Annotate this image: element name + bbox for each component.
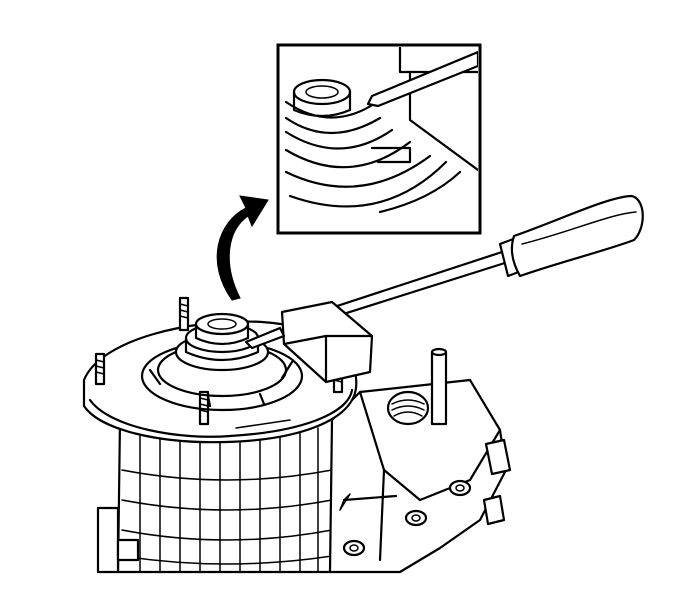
housing-side-lug-left — [96, 506, 120, 574]
inset-retainer-ring — [284, 140, 412, 169]
retainer-spokes — [148, 360, 294, 408]
inset-housing-ring-1 — [284, 154, 432, 188]
seal-wall — [184, 336, 260, 362]
housing-right-section — [328, 378, 508, 574]
inset-seal-lip-1 — [284, 100, 376, 119]
locating-pin-top — [430, 347, 448, 357]
inset-housing-ring-3 — [378, 170, 462, 214]
inset-shaft-bore — [305, 85, 339, 99]
housing-right-tab-lower — [482, 494, 506, 526]
callout-arrow — [216, 195, 269, 301]
housing-flange-edge — [88, 388, 354, 438]
screwdriver-handle-groove — [521, 211, 637, 245]
transfer-case-housing — [82, 296, 512, 574]
inset-housing-ring-2 — [288, 160, 448, 208]
screwdriver — [274, 194, 644, 336]
housing-top-flange — [82, 320, 358, 444]
output-shaft-top — [194, 312, 250, 336]
threaded-port — [386, 390, 430, 426]
inset-screwdriver-tip — [366, 50, 478, 108]
housing-right-arrow-mark — [339, 493, 351, 511]
inset-seal-lip-2 — [284, 116, 382, 134]
locating-pin — [430, 350, 448, 426]
inset-seal-outer — [284, 128, 394, 150]
inset-retainer-slot — [370, 146, 412, 164]
output-shaft-bore — [207, 318, 237, 330]
housing-ribs — [121, 427, 333, 573]
threaded-port-threads — [391, 399, 425, 417]
detail-inset — [276, 43, 482, 235]
housing-side-lug-small — [116, 538, 140, 562]
screwdriver-tip — [244, 326, 286, 350]
shift-block-edges — [282, 334, 374, 384]
housing-right-tab — [484, 438, 512, 476]
screwdriver-handle — [510, 194, 644, 278]
housing-flange-slot — [235, 419, 291, 429]
housing-right-web-lower — [378, 468, 386, 562]
housing-right-web — [358, 390, 502, 502]
housing-right-rib — [342, 494, 398, 502]
boss-right-3 — [342, 539, 366, 557]
boss-right-1 — [448, 479, 472, 497]
boss-right-2 — [404, 509, 428, 527]
